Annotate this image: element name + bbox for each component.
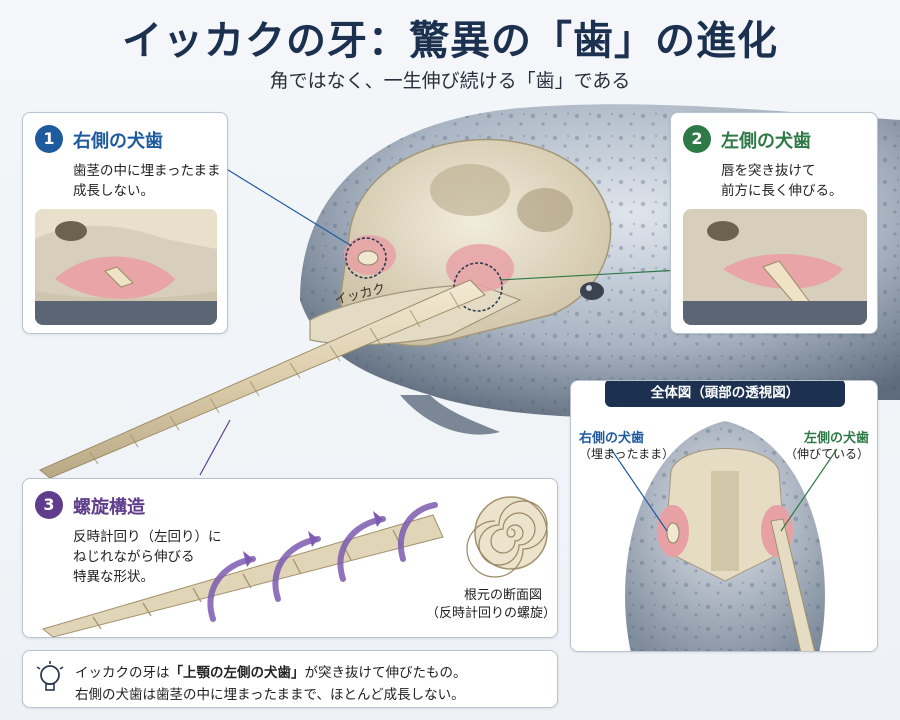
panel-title-1: 右側の犬歯 (73, 131, 163, 152)
page-title: イッカクの牙：驚異の「歯」の進化 (122, 18, 778, 64)
panel-text-3b: ねじれながら伸びる (73, 549, 195, 565)
tusk-illustration (39, 279, 486, 479)
note-line-2: 右側の犬歯は歯茎の中に埋まったままで、ほとんど成長しない。 (75, 687, 465, 703)
note-line-1: イッカクの牙は「上顎の左側の犬歯」が突き抜けて伸びたもの。 (75, 661, 467, 681)
overview-left-sub: （伸びている） (784, 447, 869, 461)
panel-left-canine: 2 左側の犬歯 唇を突き抜けて 前方に長く伸びる。 (670, 112, 878, 334)
right-canine-closeup (35, 209, 217, 325)
note-line-1-bold: 「上顎の左側の犬歯」 (169, 665, 305, 681)
note-line-1-post: が突き抜けて伸びたもの。 (304, 665, 467, 681)
left-canine-closeup (683, 209, 867, 325)
panel-text-1b: 成長しない。 (73, 183, 154, 199)
cross-section-diagram (466, 496, 548, 578)
panel-right-canine: 1 右側の犬歯 歯茎の中に埋まったまま 成長しない。 (22, 112, 228, 334)
panel-text-3c: 特異な形状。 (73, 569, 154, 585)
panel-text-2a: 唇を突き抜けて (721, 163, 816, 179)
panel-spiral: 3 螺旋構造 反時計回り（左回り）に ねじれながら伸びる 特異な形状。 根元の断… (22, 478, 558, 638)
panel-text-2b: 前方に長く伸びる。 (721, 183, 843, 199)
leader-lines (199, 164, 681, 476)
note-line-1-pre: イッカクの牙は (75, 665, 170, 681)
panel-title-2: 左側の犬歯 (721, 131, 811, 152)
skull-illustration (309, 138, 612, 347)
overview-right-sub: （埋まったまま） (579, 447, 675, 461)
panel-text-3a: 反時計回り（左回り）に (73, 529, 222, 545)
cross-section-caption-1: 根元の断面図 (463, 588, 542, 603)
overview-right-label: 右側の犬歯 (579, 431, 645, 446)
panel-number-1: 1 (35, 125, 63, 153)
panel-number-2: 2 (683, 125, 711, 153)
panel-overview: 全体図（頭部の透視図） 右側の犬歯 （埋まったまま） 左側の犬歯 （伸びている） (570, 380, 878, 652)
panel-title-3: 螺旋構造 (73, 497, 145, 518)
overview-left-label: 左側の犬歯 (803, 431, 869, 446)
overview-head-illustration (610, 421, 838, 651)
panel-number-3: 3 (35, 491, 63, 519)
page-subtitle: 角ではなく、一生伸び続ける「歯」である (269, 70, 631, 92)
panel-text-1a: 歯茎の中に埋まったまま (73, 163, 221, 179)
spiral-tusk-diagram (41, 496, 548, 638)
overview-header: 全体図（頭部の透視図） (605, 381, 845, 407)
info-note: イッカクの牙は「上顎の左側の犬歯」が突き抜けて伸びたもの。 右側の犬歯は歯茎の中… (22, 650, 558, 708)
cross-section-caption-2: （反時計回りの螺旋） (425, 606, 556, 621)
lightbulb-icon (35, 661, 65, 697)
